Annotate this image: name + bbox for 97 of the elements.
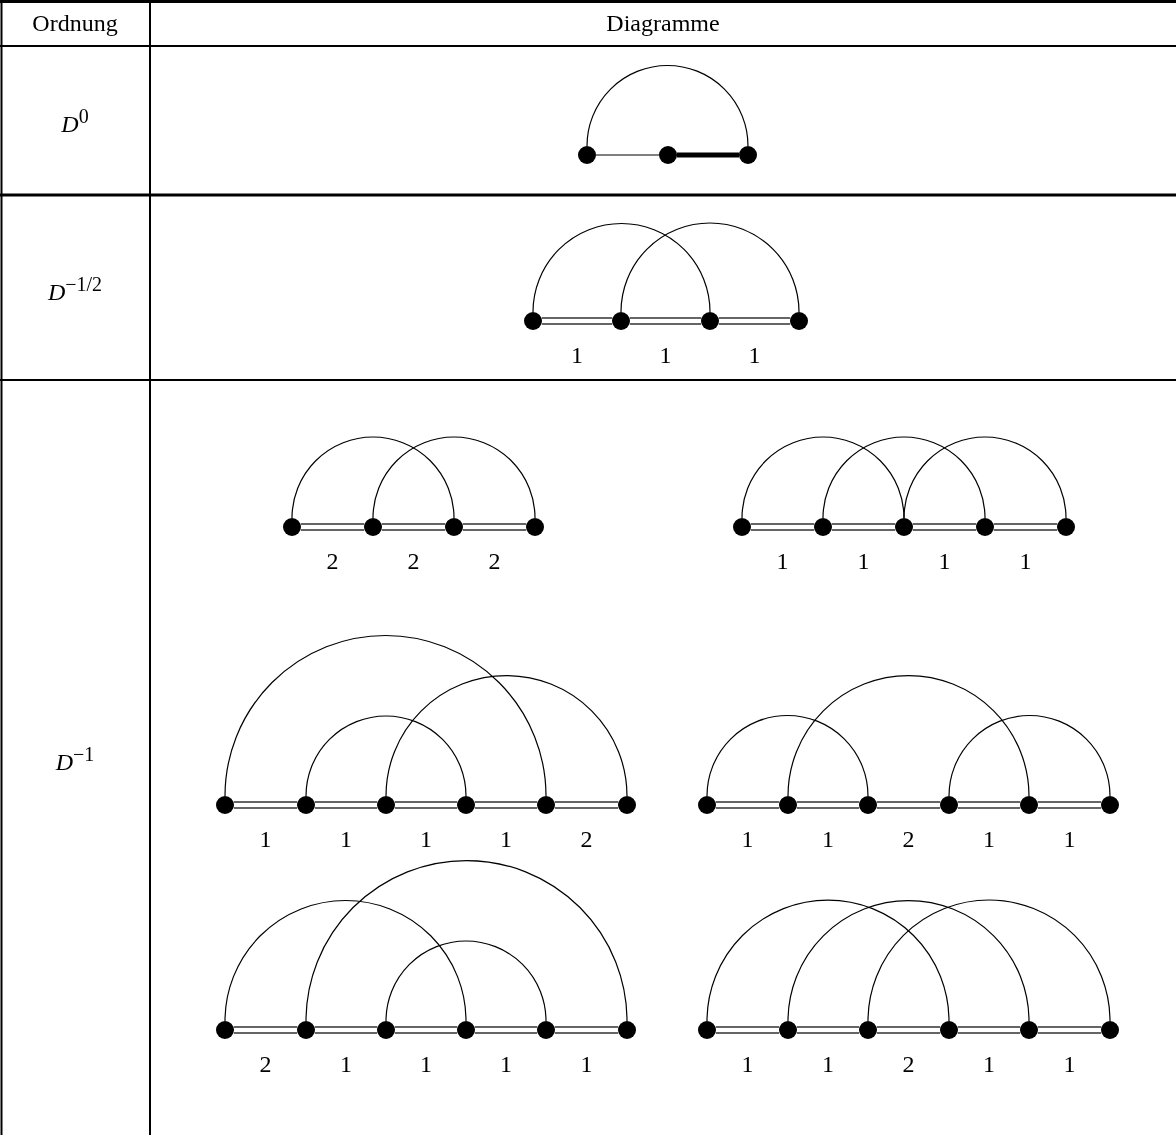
vertex-dot — [659, 146, 677, 164]
vertex-dot — [377, 1021, 395, 1039]
double-line — [474, 801, 538, 809]
vertex-dot — [578, 146, 596, 164]
arc — [706, 715, 869, 797]
vertex-dot — [1020, 1021, 1038, 1039]
vertex-dot — [1101, 1021, 1119, 1039]
vertex-dot — [895, 518, 913, 536]
double-line — [394, 1026, 458, 1034]
arc — [620, 222, 800, 313]
double-line — [876, 801, 941, 809]
row-label: D$^{−1}$ — [55, 742, 95, 777]
vertex-dot — [457, 1021, 475, 1039]
vertex-dot — [526, 518, 544, 536]
thick-line — [677, 152, 739, 158]
double-line — [993, 523, 1058, 531]
vertex-dot — [859, 1021, 877, 1039]
vertex-dot — [216, 796, 234, 814]
double-line — [233, 801, 298, 809]
double-line — [462, 523, 527, 531]
row-label: D$^{−1/2}$ — [47, 272, 103, 307]
arc — [224, 900, 467, 1022]
vertex-dot — [779, 1021, 797, 1039]
double-line — [554, 1026, 619, 1034]
double-line — [1037, 801, 1102, 809]
vertex-dot — [1057, 518, 1075, 536]
arc — [706, 899, 950, 1022]
arc — [787, 675, 1030, 797]
vertex-dot — [618, 796, 636, 814]
row-label: D$^{0}$ — [61, 104, 89, 139]
vertex-dot — [524, 312, 542, 330]
arc — [787, 900, 1030, 1022]
double-line — [715, 801, 780, 809]
vertex-dot — [976, 518, 994, 536]
vertex-dot — [283, 518, 301, 536]
double-line — [541, 317, 613, 325]
line-segment — [595, 154, 660, 156]
vertex-dot — [618, 1021, 636, 1039]
double-line — [629, 317, 702, 325]
vertex-dot — [457, 796, 475, 814]
double-line — [718, 317, 791, 325]
double-line — [554, 801, 619, 809]
vertex-dot — [698, 796, 716, 814]
double-line — [300, 523, 365, 531]
double-line — [394, 801, 458, 809]
arc — [385, 675, 628, 797]
double-line — [474, 1026, 538, 1034]
vertex-dot — [297, 1021, 315, 1039]
double-line — [314, 1026, 378, 1034]
column-header: Ordnung — [32, 9, 118, 38]
double-line — [1037, 1026, 1102, 1034]
vertex-dot — [1020, 796, 1038, 814]
vertex-dot — [1101, 796, 1119, 814]
double-line — [876, 1026, 941, 1034]
double-line — [381, 523, 446, 531]
arc — [741, 436, 905, 519]
double-line — [912, 523, 977, 531]
arc — [867, 899, 1111, 1022]
double-line — [957, 1026, 1021, 1034]
vertex-dot — [940, 1021, 958, 1039]
double-line — [715, 1026, 780, 1034]
vertex-dot — [537, 796, 555, 814]
vertex-dot — [297, 796, 315, 814]
vertex-dot — [779, 796, 797, 814]
vertex-dot — [701, 312, 719, 330]
arc — [385, 940, 547, 1022]
arc — [532, 223, 711, 313]
vertex-dot — [377, 796, 395, 814]
vertex-dot — [790, 312, 808, 330]
vertex-dot — [364, 518, 382, 536]
arc — [291, 436, 455, 519]
double-line — [957, 801, 1021, 809]
vertex-dot — [612, 312, 630, 330]
arc — [224, 635, 547, 797]
double-line — [796, 1026, 860, 1034]
vertex-dot — [859, 796, 877, 814]
vertex-dot — [216, 1021, 234, 1039]
vertex-dot — [698, 1021, 716, 1039]
double-line — [831, 523, 896, 531]
arc — [948, 715, 1111, 797]
double-line — [314, 801, 378, 809]
vertex-dot — [739, 146, 757, 164]
arc — [372, 436, 536, 519]
double-line — [233, 1026, 298, 1034]
double-line — [796, 801, 860, 809]
vertex-dot — [940, 796, 958, 814]
column-header: Diagramme — [606, 9, 720, 38]
arc — [822, 436, 986, 519]
arc — [903, 436, 1067, 519]
vertex-dot — [733, 518, 751, 536]
vertex-dot — [445, 518, 463, 536]
arc — [305, 715, 467, 797]
arc — [586, 65, 749, 147]
vertex-dot — [537, 1021, 555, 1039]
vertex-dot — [814, 518, 832, 536]
arc — [305, 860, 628, 1022]
double-line — [750, 523, 815, 531]
